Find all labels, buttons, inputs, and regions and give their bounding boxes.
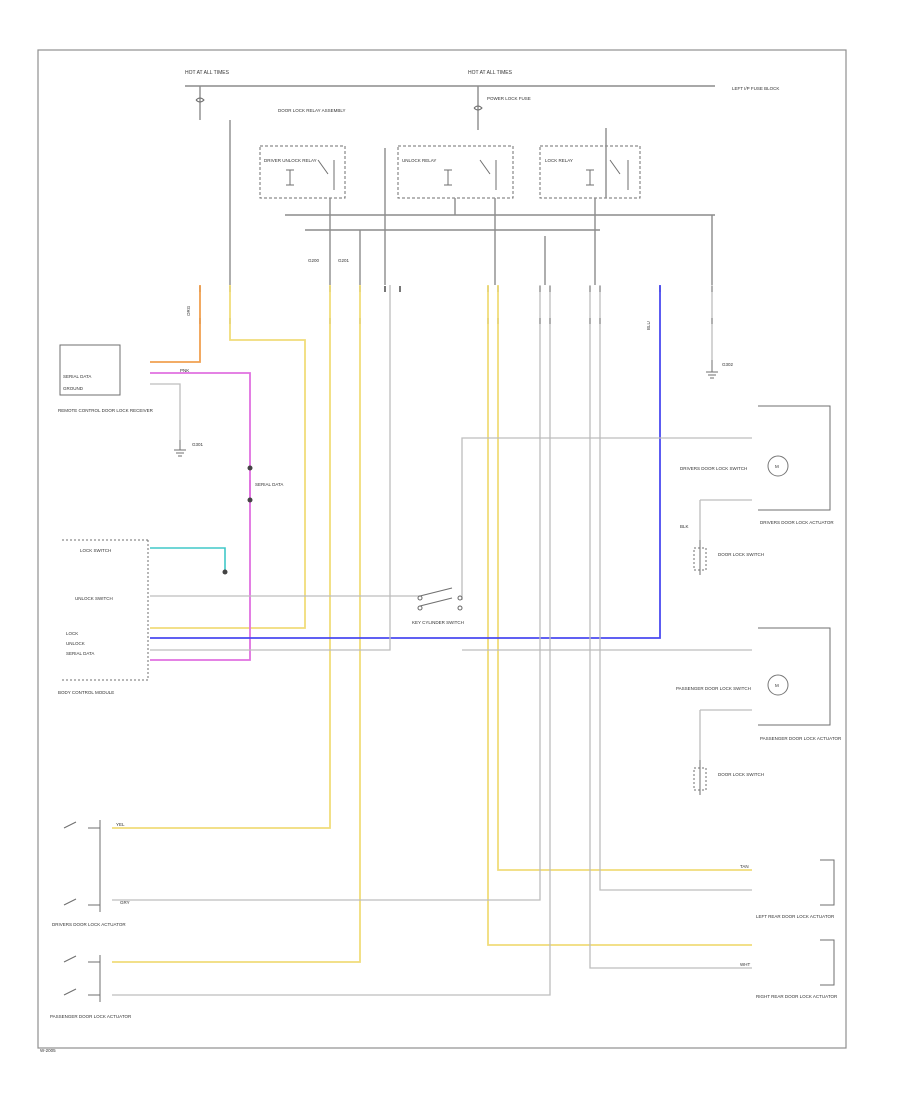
wire-blue <box>150 285 661 639</box>
driver-lock-switch <box>693 540 707 575</box>
label-passenger-door-lock-switch: PASSENGER DOOR LOCK SWITCH <box>676 686 751 691</box>
label-g201: G201 <box>338 258 350 263</box>
left-rear-actuator <box>820 859 835 906</box>
svg-text:M: M <box>775 683 779 688</box>
label-driver-unlock-relay: DRIVER UNLOCK RELAY <box>264 158 317 163</box>
label-g301: G301 <box>192 442 204 447</box>
label-wire-tan: TAN <box>740 864 749 869</box>
label-wire-gry: GRY <box>120 900 130 905</box>
key-cylinder-switch <box>417 587 463 611</box>
label-right-rear-door-lock-actuator: RIGHT REAR DOOR LOCK ACTUATOR <box>756 994 838 999</box>
label-left-ip-fuse-block: LEFT I/P FUSE BLOCK <box>732 86 779 91</box>
label-serial-data-splice: SERIAL DATA <box>255 482 283 487</box>
wire-yellow-3 <box>112 285 361 963</box>
footer-code: W-2005 <box>40 1048 56 1053</box>
connector-row <box>199 286 713 324</box>
relay-contact-3 <box>609 159 629 190</box>
driver-actuator-motor: M <box>767 455 789 477</box>
label-wire-pnk: PNK <box>180 368 189 373</box>
relay-coil-1 <box>286 169 294 186</box>
label-door-lock-relay: DOOR LOCK RELAY ASSEMBLY <box>278 108 346 113</box>
relay-box-unlock <box>397 145 514 199</box>
label-lock: LOCK <box>66 631 78 636</box>
label-wire-wht: WHT <box>740 962 750 967</box>
wire-gray-9 <box>150 383 181 440</box>
label-passenger-door-lock-actuator-lower: PASSENGER DOOR LOCK ACTUATOR <box>50 1014 132 1019</box>
receiver-box <box>59 344 121 396</box>
wire-yellow-2 <box>112 285 331 829</box>
label-wire-blk: BLK <box>680 524 689 529</box>
label-unlock-switch: UNLOCK SWITCH <box>75 596 113 601</box>
label-lock-switch: LOCK SWITCH <box>80 548 111 553</box>
splice-pink-2 <box>247 497 253 503</box>
relay-coil-3 <box>586 169 594 186</box>
fuse-symbol-mid <box>473 105 483 111</box>
passenger-actuator-box <box>758 627 831 726</box>
label-drivers-door-lock-actuator-lower: DRIVERS DOOR LOCK ACTUATOR <box>52 922 126 927</box>
wire-yellow-4 <box>487 285 752 946</box>
passenger-lock-switch <box>693 760 707 795</box>
wire-gray-5 <box>589 285 752 969</box>
label-drivers-door-lock-actuator: DRIVERS DOOR LOCK ACTUATOR <box>760 520 834 525</box>
label-wire-yel: YEL <box>116 822 125 827</box>
relay-coil-2 <box>444 169 452 186</box>
label-door-lock-switch-2: DOOR LOCK SWITCH <box>718 772 764 777</box>
relay-box-lock <box>539 145 641 199</box>
wire-gray-7 <box>461 437 752 600</box>
label-remote-receiver: REMOTE CONTROL DOOR LOCK RECEIVER <box>58 408 154 413</box>
label-serial-data-bcm: SERIAL DATA <box>66 651 94 656</box>
label-wire-blu: BLU <box>646 321 651 330</box>
wire-yellow-5 <box>497 285 752 871</box>
label-g302: G302 <box>722 362 734 367</box>
label-bcm: BODY CONTROL MODULE <box>58 690 114 695</box>
driver-door-switch-lower <box>63 820 101 912</box>
label-hot-left: HOT AT ALL TIMES <box>185 70 230 76</box>
relay-contact-2 <box>479 159 497 190</box>
relay-contact-1 <box>317 159 335 190</box>
wire-orange <box>150 285 201 363</box>
bcm-box <box>60 539 149 681</box>
right-rear-actuator <box>820 939 835 986</box>
label-left-rear-door-lock-actuator: LEFT REAR DOOR LOCK ACTUATOR <box>756 914 835 919</box>
wire-pink <box>150 372 251 661</box>
wire-gray-2 <box>150 285 391 651</box>
splice-cyan <box>222 569 228 575</box>
passenger-actuator-motor: M <box>767 674 789 696</box>
wire-gray-3 <box>112 285 541 901</box>
label-passenger-door-lock-actuator: PASSENGER DOOR LOCK ACTUATOR <box>760 736 842 741</box>
label-g200: G200 <box>308 258 320 263</box>
ground-symbol-top-right <box>706 360 718 379</box>
splice-pink <box>247 465 253 471</box>
driver-actuator-box <box>758 405 831 511</box>
wire-gray-4 <box>112 285 551 996</box>
label-key-cylinder-switch: KEY CYLINDER SWITCH <box>412 620 464 625</box>
label-wire-org: ORG <box>186 305 191 316</box>
label-unlock: UNLOCK <box>66 641 85 646</box>
label-power-lock-fuse: POWER LOCK FUSE <box>487 96 531 101</box>
svg-text:M: M <box>775 464 779 469</box>
relay-box-driver-unlock <box>259 145 346 199</box>
passenger-door-switch-lower <box>63 955 101 1002</box>
label-door-lock-switch-1: DOOR LOCK SWITCH <box>718 552 764 557</box>
label-lock-relay: LOCK RELAY <box>545 158 573 163</box>
label-drivers-door-lock-switch: DRIVERS DOOR LOCK SWITCH <box>680 466 747 471</box>
wire-yellow-1 <box>150 285 306 629</box>
wire-cyan <box>150 547 226 570</box>
fuse-symbol-left <box>195 97 205 103</box>
label-ground-receiver: GROUND <box>63 386 84 391</box>
label-hot-mid: HOT AT ALL TIMES <box>468 70 513 76</box>
wire-gray-6 <box>599 285 752 891</box>
label-unlock-relay: UNLOCK RELAY <box>402 158 436 163</box>
ground-symbol-g301 <box>174 440 186 457</box>
label-serial-data-receiver: SERIAL DATA <box>63 374 91 379</box>
diagram-frame <box>37 49 847 1049</box>
